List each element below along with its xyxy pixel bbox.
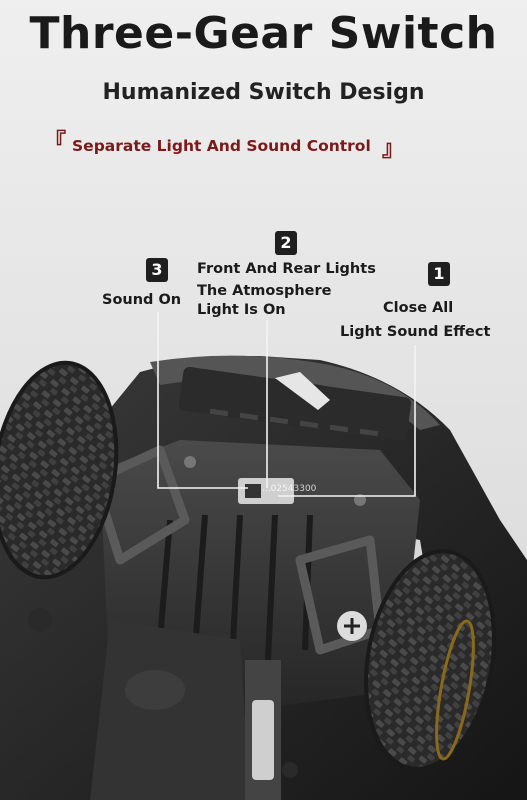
bracket-open: 『 — [44, 130, 67, 155]
mode-3-badge: 3 — [146, 258, 168, 282]
mode-2-label-line3: Light Is On — [197, 302, 286, 318]
mode-2-label-line1: Front And Rear Lights — [197, 261, 376, 277]
car-underside-image — [0, 355, 527, 800]
mode-2-badge: 2 — [275, 231, 297, 255]
mode-1-badge: 1 — [428, 262, 450, 286]
mode-1-label-line2: Light Sound Effect — [340, 324, 491, 340]
page-subtitle: Humanized Switch Design — [102, 80, 425, 105]
page-title: Three-Gear Switch — [29, 8, 498, 59]
tagline: 『 Separate Light And Sound Control 』 — [44, 131, 404, 161]
mode-1-label-line1: Close All — [383, 300, 454, 316]
tagline-text: Separate Light And Sound Control — [72, 137, 371, 155]
mode-2-label-line2: The Atmosphere — [197, 283, 332, 299]
bracket-close: 』 — [381, 137, 404, 162]
mode-3-label: Sound On — [102, 292, 182, 308]
watermark: ...02543300 — [262, 484, 317, 494]
